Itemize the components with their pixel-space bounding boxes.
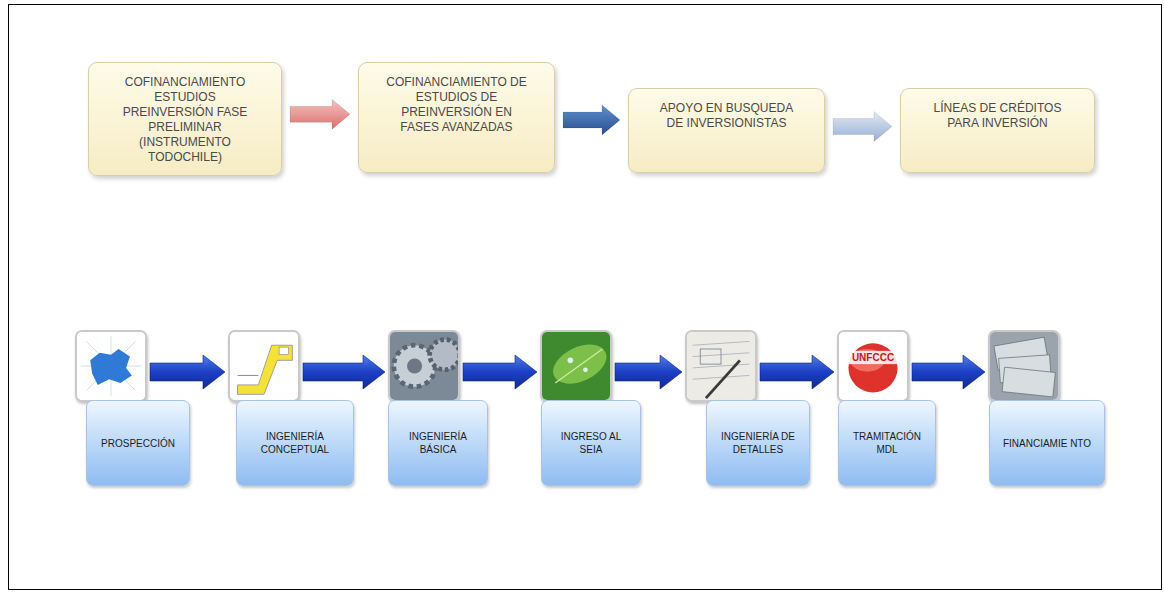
step-label-box: INGENIERÍA DE DETALLES: [706, 400, 810, 486]
flow-arrow: [760, 355, 834, 389]
step-picture: [540, 330, 612, 402]
box-text: COFINANCIAMIENTO ESTUDIOS PREINVERSIÓN F…: [115, 75, 255, 165]
step-illustration: [230, 332, 298, 400]
flow-arrow: [615, 355, 682, 389]
step-illustration: [390, 332, 458, 400]
box-text: COFINANCIAMIENTO DE ESTUDIOS DE PREINVER…: [385, 75, 528, 135]
flow-arrow: [303, 355, 385, 389]
step-text: INGENIERÍA CONCEPTUAL: [245, 430, 345, 456]
step-node: INGENIERÍA BÁSICA: [388, 330, 488, 486]
step-illustration: [839, 332, 907, 400]
flow-arrow: [912, 355, 985, 389]
step-label-box: FINANCIAMIE NTO: [989, 400, 1105, 486]
step-node: INGRESO AL SEIA: [540, 330, 641, 486]
step-node: FINANCIAMIE NTO: [988, 330, 1105, 486]
frame-border: [9, 5, 1162, 590]
process-box: COFINANCIAMIENTO DE ESTUDIOS DE PREINVER…: [358, 62, 555, 173]
step-illustration: [77, 332, 145, 400]
flow-arrow: [463, 355, 537, 389]
step-picture: UNFCCC: [837, 330, 909, 402]
step-text: PROSPECCIÓN: [101, 437, 175, 450]
step-label-box: TRAMITACIÓN MDL: [838, 400, 936, 486]
box-text: APOYO EN BUSQUEDA DE INVERSIONISTAS: [655, 101, 798, 131]
step-picture: [75, 330, 147, 402]
step-node: INGENIERÍA CONCEPTUAL: [228, 330, 354, 486]
step-text: INGRESO AL SEIA: [550, 430, 632, 456]
step-illustration: [542, 332, 610, 400]
step-picture: [685, 330, 757, 402]
step-picture: [228, 330, 300, 402]
flow-arrow: [563, 105, 620, 135]
step-text: INGENIERÍA BÁSICA: [397, 430, 479, 456]
step-label-box: INGENIERÍA CONCEPTUAL: [236, 400, 354, 486]
step-label-box: INGRESO AL SEIA: [541, 400, 641, 486]
step-text: TRAMITACIÓN MDL: [847, 430, 927, 456]
step-picture: [988, 330, 1060, 402]
step-label-box: PROSPECCIÓN: [86, 400, 190, 486]
step-label-box: INGENIERÍA BÁSICA: [388, 400, 488, 486]
process-box: APOYO EN BUSQUEDA DE INVERSIONISTAS: [628, 88, 825, 173]
flow-arrow: [290, 99, 350, 129]
step-text: INGENIERÍA DE DETALLES: [715, 430, 801, 456]
box-text: LÍNEAS DE CRÉDITOS PARA INVERSIÓN: [927, 101, 1068, 131]
step-node: UNFCCC TRAMITACIÓN MDL: [837, 330, 936, 486]
logo-text: UNFCCC: [839, 352, 907, 363]
step-illustration: [687, 332, 755, 400]
step-text: FINANCIAMIE NTO: [1003, 437, 1091, 450]
step-node: INGENIERÍA DE DETALLES: [685, 330, 810, 486]
process-box: COFINANCIAMIENTO ESTUDIOS PREINVERSIÓN F…: [88, 62, 282, 176]
step-picture: [388, 330, 460, 402]
step-node: PROSPECCIÓN: [75, 330, 190, 486]
process-box: LÍNEAS DE CRÉDITOS PARA INVERSIÓN: [900, 88, 1095, 173]
flow-arrow: [833, 112, 892, 142]
flow-arrow: [150, 355, 225, 389]
step-illustration: [990, 332, 1058, 400]
